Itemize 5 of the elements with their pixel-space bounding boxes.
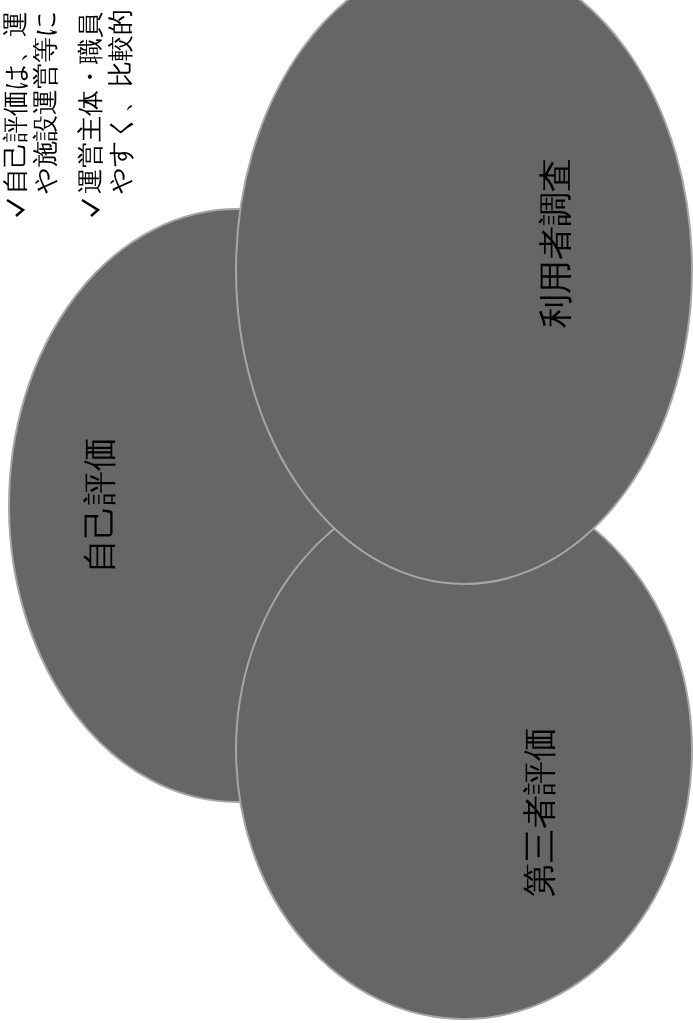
bullet-text: 自己評価は、運や施設運営等に: [0, 9, 60, 194]
ellipse-label: 第三者評価: [518, 727, 560, 897]
ellipse-label: 自己評価: [78, 437, 120, 573]
bullet-text: 運営主体・職員やすく、比較的: [75, 8, 135, 194]
ellipse-label: 利用者調査: [534, 158, 576, 328]
